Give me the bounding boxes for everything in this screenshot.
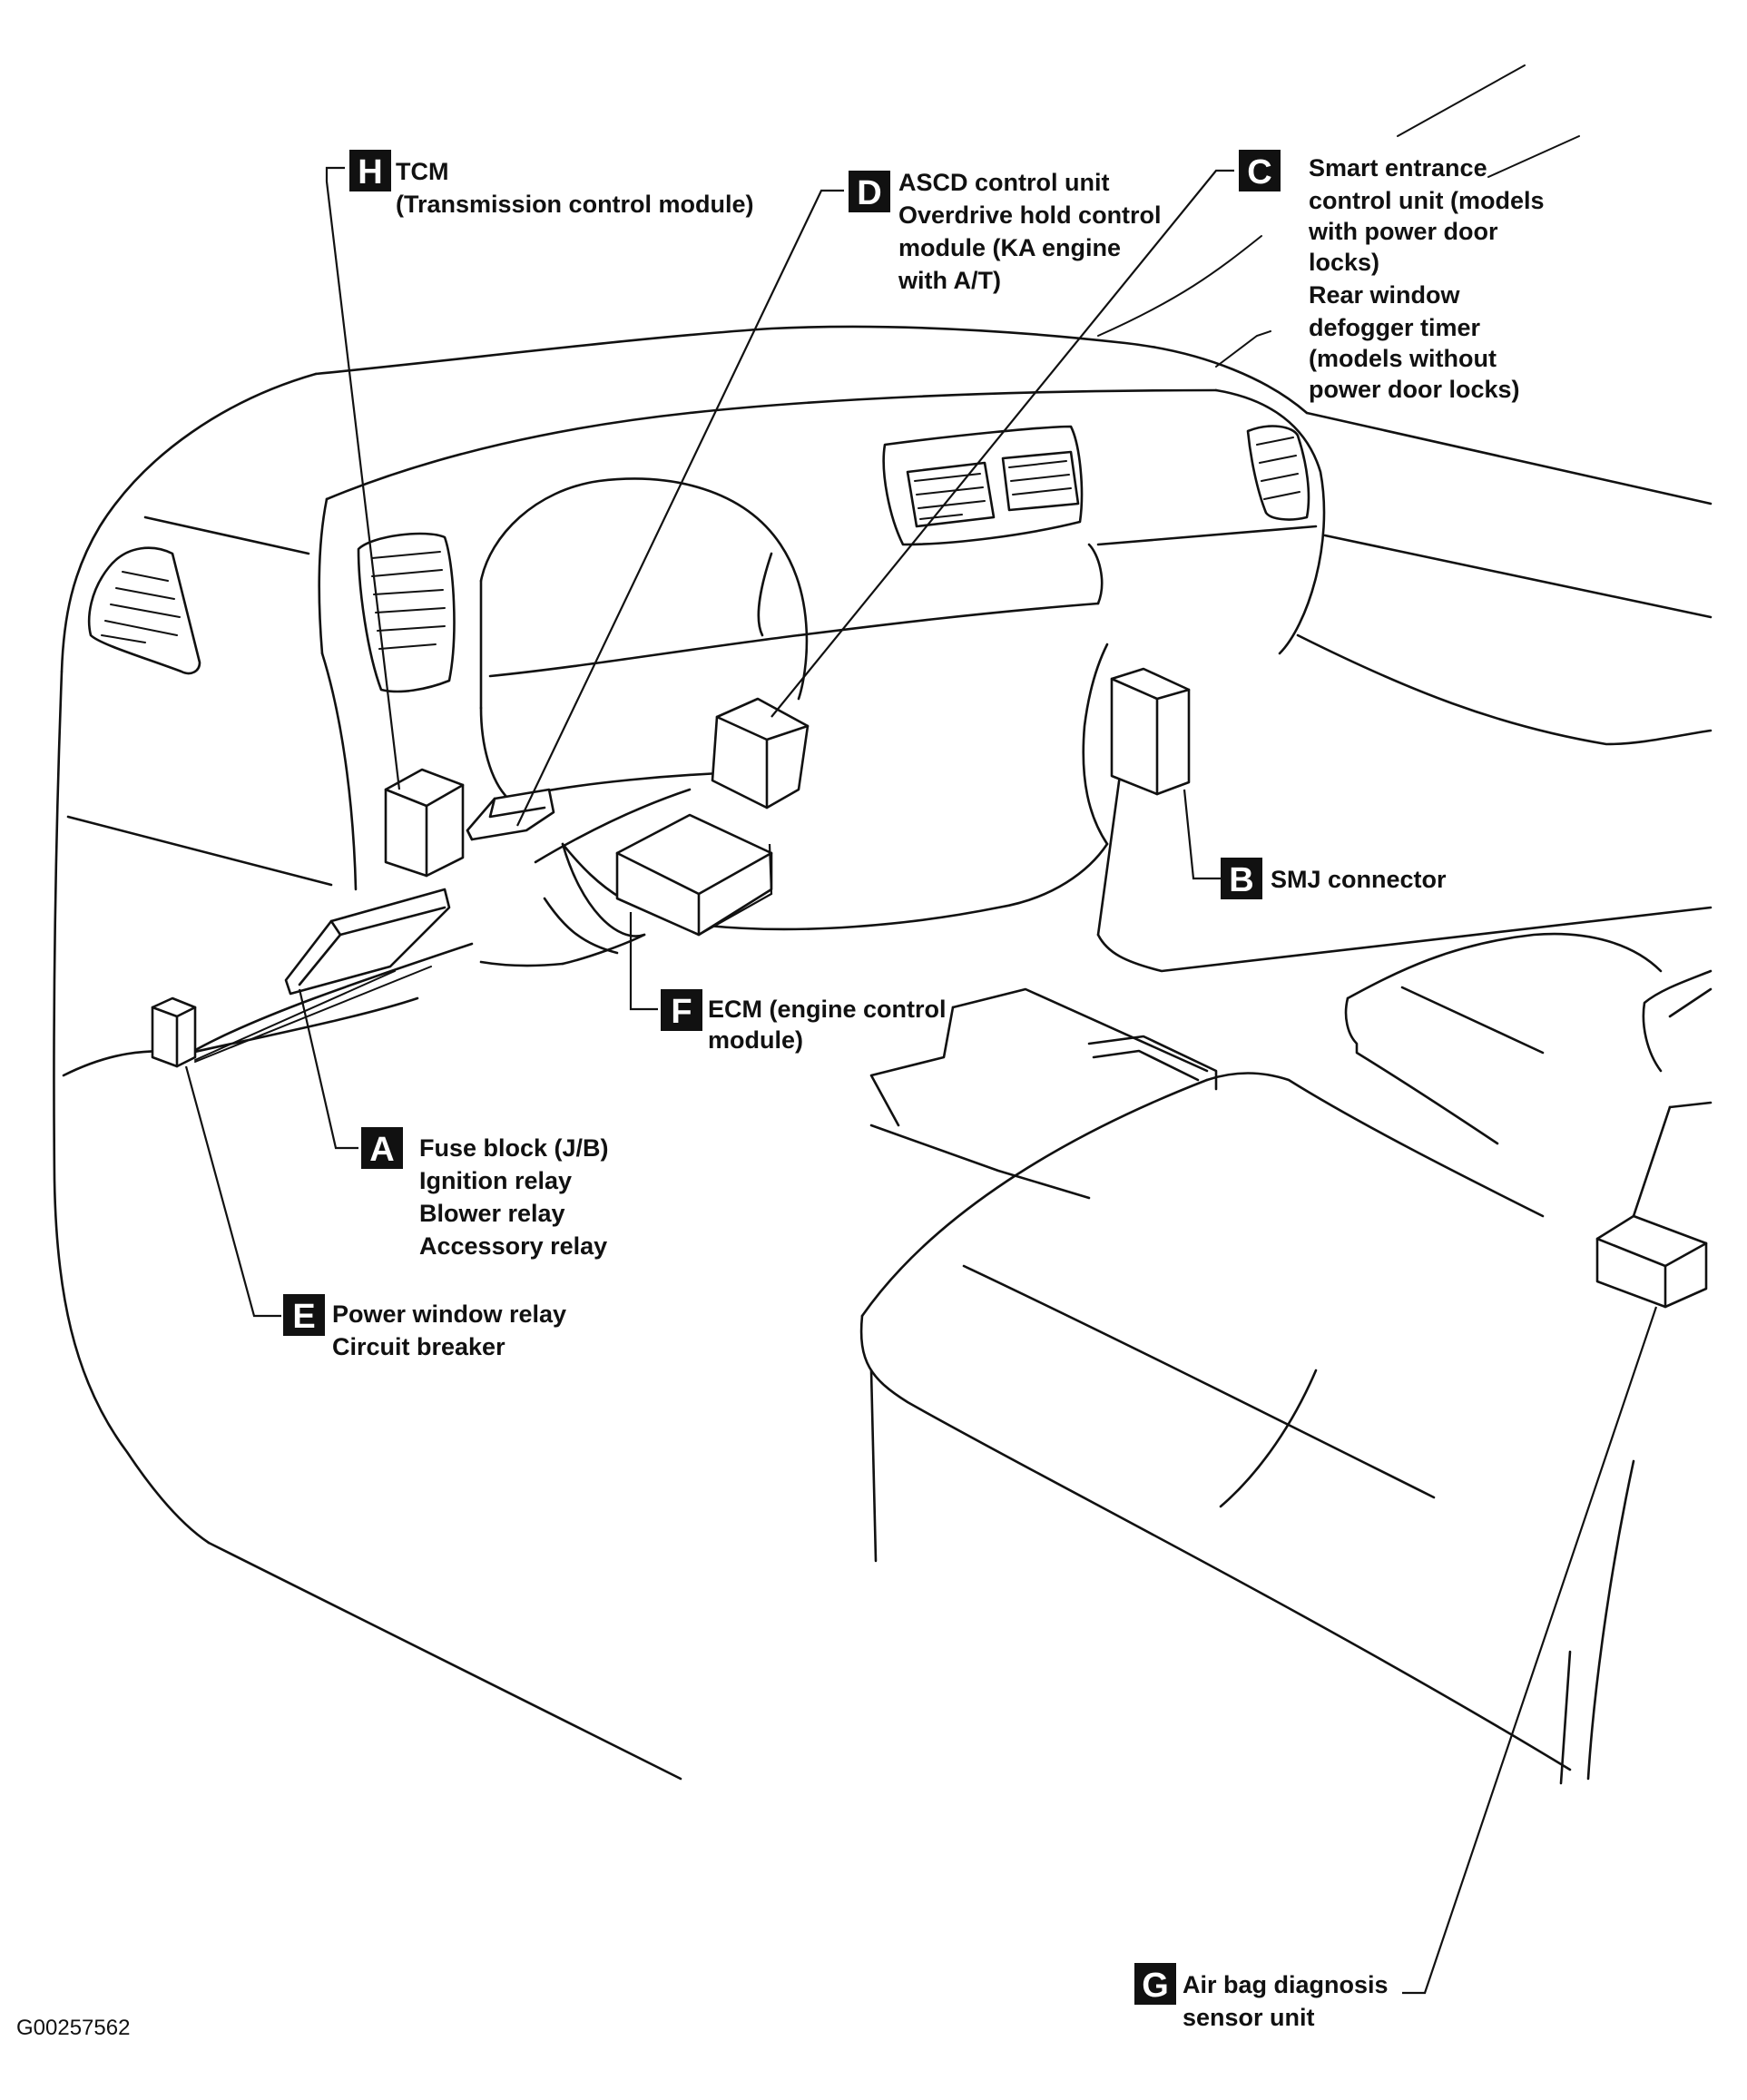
defogger-label-line3: (models without (1309, 345, 1497, 372)
callout-badge-E (283, 1294, 325, 1336)
circuit-breaker-label: Circuit breaker (332, 1333, 505, 1360)
callout-badge-A (361, 1127, 403, 1169)
callout-letter-A: A (369, 1131, 394, 1169)
ecm-box (615, 813, 773, 937)
component-boxes (151, 667, 1708, 1309)
smart-entrance-label-line4: locks) (1309, 249, 1379, 276)
airbag-sensor-label-line2: sensor unit (1183, 2004, 1315, 2031)
ignition-relay-label: Ignition relay (419, 1167, 572, 1194)
callout-letter-F: F (671, 993, 692, 1031)
leader-lines (184, 166, 1658, 1995)
ascd-box (466, 788, 555, 841)
callout-badge-F (661, 989, 702, 1031)
ascd-label-line2: Overdrive hold control (898, 201, 1162, 229)
callout-letter-G: G (1142, 1967, 1169, 2005)
callout-G: G Air bag diagnosis sensor unit (1134, 1963, 1389, 2031)
smj-connector-box (1110, 667, 1191, 796)
figure-id: G00257562 (16, 2016, 130, 2040)
callout-letter-B: B (1229, 861, 1253, 899)
accessory-relay-label: Accessory relay (419, 1232, 607, 1260)
fuse-block-label: Fuse block (J/B) (419, 1134, 609, 1162)
ascd-label-line3: module (KA engine (898, 234, 1121, 261)
callout-badge-H (349, 150, 391, 191)
callout-A: A Fuse block (J/B) Ignition relay Blower… (361, 1127, 609, 1260)
callout-E: E Power window relay Circuit breaker (283, 1294, 566, 1360)
power-window-relay-box (151, 996, 197, 1068)
callout-badge-G (1134, 1963, 1176, 2005)
airbag-sensor-label-line1: Air bag diagnosis (1183, 1971, 1389, 1998)
blower-relay-label: Blower relay (419, 1200, 565, 1227)
callout-B: B SMJ connector (1221, 858, 1447, 899)
callout-badge-D (849, 171, 890, 212)
callout-D: D ASCD control unit Overdrive hold contr… (849, 169, 1162, 294)
airbag-sensor-box (1595, 1214, 1708, 1309)
ecm-label-line1: ECM (engine control (708, 996, 947, 1023)
ecm-label-line2: module) (708, 1026, 803, 1054)
callout-H: H TCM (Transmission control module) (349, 150, 754, 218)
callout-F: F ECM (engine control module) (661, 989, 947, 1054)
air-vents (87, 425, 1310, 693)
dashboard-line-art (53, 64, 1713, 1785)
fuse-block-box (284, 888, 451, 996)
defogger-label-line2: defogger timer (1309, 314, 1481, 341)
defogger-label-line4: power door locks) (1309, 376, 1520, 403)
ascd-label-line4: with A/T) (898, 267, 1001, 294)
defogger-label-line1: Rear window (1309, 281, 1461, 309)
callout-letter-D: D (857, 174, 881, 212)
smart-entrance-label-line1: Smart entrance (1309, 154, 1487, 182)
ascd-label-line1: ASCD control unit (898, 169, 1109, 196)
smart-entrance-label-line2: control unit (models (1309, 187, 1545, 214)
smart-entrance-box (711, 697, 810, 810)
callout-badge-C (1239, 150, 1281, 191)
callout-badge-B (1221, 858, 1262, 899)
callout-C: C Smart entrance control unit (models wi… (1239, 150, 1545, 403)
tcm-label: TCM (396, 158, 448, 185)
power-window-relay-label: Power window relay (332, 1300, 566, 1328)
tcm-box (384, 768, 465, 878)
callout-letter-E: E (292, 1298, 315, 1336)
tcm-label-line2: (Transmission control module) (396, 191, 754, 218)
callout-letter-H: H (358, 153, 382, 191)
smj-connector-label: SMJ connector (1271, 866, 1447, 893)
smart-entrance-label-line3: with power door (1308, 218, 1498, 245)
callout-letter-C: C (1247, 153, 1271, 191)
